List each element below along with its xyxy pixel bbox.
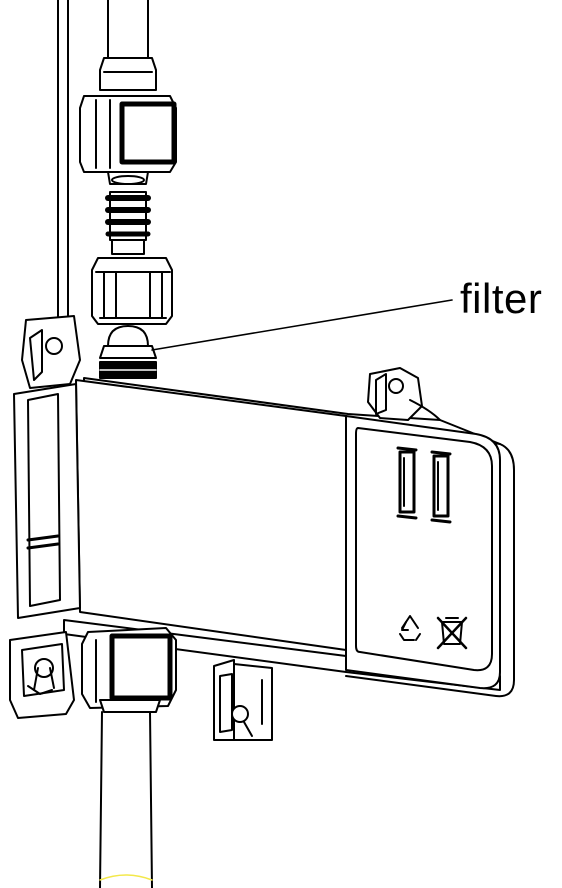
callout-leader-line — [151, 299, 453, 351]
side-bracket — [13, 383, 81, 619]
recycling-icon — [399, 615, 421, 641]
left-mounting-clip — [21, 315, 81, 389]
filter-callout-label: filter — [460, 275, 543, 322]
coupling-nut — [91, 257, 173, 325]
guide-wire — [57, 0, 69, 373]
upper-hex-nut — [79, 95, 177, 185]
status-window-right — [430, 450, 452, 524]
upper-hose — [99, 0, 157, 91]
bottom-hex-nut — [81, 627, 177, 713]
filter-element — [99, 325, 157, 379]
status-window-left — [396, 446, 418, 520]
lower-hose — [99, 711, 153, 888]
bottom-wall-hook — [213, 659, 273, 741]
right-mounting-clip — [367, 367, 441, 421]
threaded-adapter — [105, 191, 151, 255]
valve-body — [63, 377, 515, 698]
bottom-left-clip — [9, 631, 75, 719]
weee-bin-icon — [436, 616, 468, 650]
